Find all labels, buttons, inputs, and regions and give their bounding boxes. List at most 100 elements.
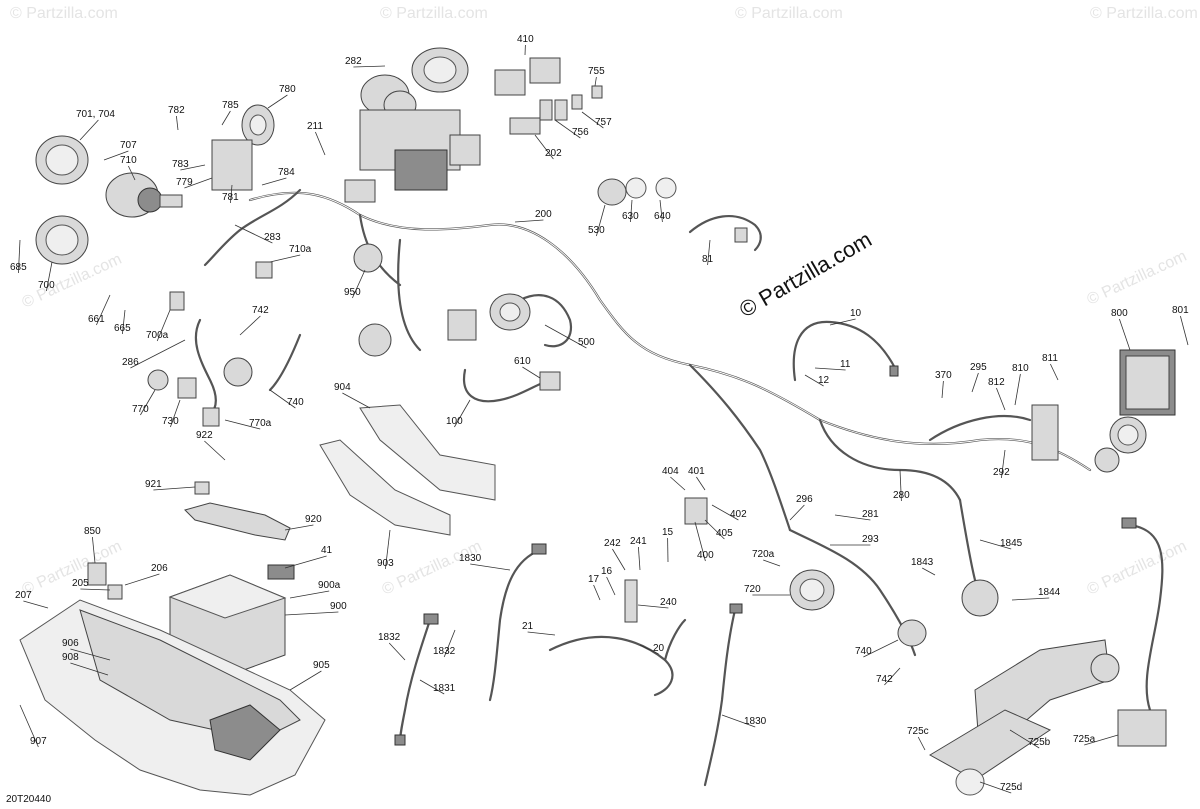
callout-label: 906: [62, 638, 79, 649]
callout-label: 757: [595, 117, 612, 128]
watermark: © Partzilla.com: [380, 538, 485, 599]
callout-label: 685: [10, 262, 27, 273]
callout-leader: [707, 239, 711, 266]
callout-label: 725c: [907, 726, 929, 737]
callout-label: 10: [850, 308, 862, 319]
callout-label: 280: [893, 490, 910, 501]
callout-leader: [46, 261, 53, 292]
callout-label: 908: [62, 652, 79, 663]
headlight-assembly-lower: [35, 215, 89, 265]
callout-leader: [470, 563, 511, 571]
bracket-400: [684, 497, 708, 525]
callout-label: 12: [818, 375, 830, 386]
callout-leader: [353, 65, 386, 68]
callout-leader: [284, 611, 339, 616]
callout-label: 800: [1111, 308, 1128, 319]
callout-leader: [514, 219, 544, 223]
callout-label: 286: [122, 357, 139, 368]
callout-label: 282: [345, 56, 362, 67]
callout-label: 710a: [289, 244, 312, 255]
callout-label: 530: [588, 225, 605, 236]
watermark: © Partzilla.com: [1085, 248, 1190, 309]
callout-label: 812: [988, 377, 1005, 388]
callout-leader: [1014, 373, 1021, 406]
speaker-right: [1094, 416, 1147, 473]
callout-label: 700: [38, 280, 55, 291]
callout-label: 720a: [752, 549, 775, 560]
callout-label: 907: [30, 736, 47, 747]
callout-leader: [284, 555, 327, 569]
callout-leader: [261, 177, 287, 186]
cover-903: [319, 439, 451, 536]
horn-780: [211, 104, 275, 191]
callout-label: 100: [446, 416, 463, 427]
license-bracket-725b: [929, 639, 1120, 781]
callout-leader: [419, 679, 445, 695]
callout-leader: [594, 76, 597, 87]
callout-leader: [224, 419, 261, 430]
harness-1845: [1121, 517, 1164, 712]
callout-label: 701, 704: [76, 109, 115, 120]
callout-leader: [979, 781, 1012, 794]
callout-label: 950: [344, 287, 361, 298]
callout-leader: [454, 399, 471, 428]
cable-100: [462, 368, 552, 403]
callout-leader: [180, 164, 206, 171]
callout-leader: [443, 629, 456, 658]
callout-label: 782: [168, 105, 185, 116]
reference-code: 20T20440: [6, 794, 51, 805]
callout-label: 665: [114, 323, 131, 334]
callout-label: 41: [321, 545, 333, 556]
callout-leader: [342, 392, 371, 409]
callout-label: 850: [84, 526, 101, 537]
watermark: © Partzilla.com: [10, 5, 118, 22]
callout-label: 20: [653, 643, 665, 654]
callout-label: 783: [172, 159, 189, 170]
sensor-cable-1832: [394, 613, 439, 746]
callout-leader: [128, 165, 136, 181]
callout-leader: [899, 469, 902, 502]
watermark: © Partzilla.com: [1090, 5, 1198, 22]
callout-label: 283: [264, 232, 281, 243]
callout-leader: [612, 548, 626, 571]
battery-tray-905: [19, 599, 326, 796]
bracket-240: [624, 579, 638, 623]
callout-leader: [156, 309, 171, 342]
bulb-700a: [169, 291, 185, 311]
callout-leader: [388, 642, 406, 661]
throttle-bodies: [344, 47, 481, 203]
callout-leader: [763, 559, 781, 567]
callout-label: 740: [855, 646, 872, 657]
callout-leader: [79, 119, 99, 141]
callout-leader: [1119, 318, 1131, 351]
callout-label: 740: [287, 397, 304, 408]
callout-leader: [103, 150, 129, 161]
callout-leader: [184, 177, 213, 189]
callout-label: 81: [702, 254, 714, 265]
relay-410: [494, 57, 561, 96]
callout-label: 211: [307, 121, 323, 132]
callout-leader: [1011, 597, 1050, 601]
callout-leader: [659, 199, 663, 223]
callout-leader: [385, 529, 391, 570]
cover-904: [359, 404, 496, 501]
callout-label: 920: [305, 514, 322, 525]
callout-label: 780: [279, 84, 296, 95]
callout-label: 779: [176, 177, 193, 188]
callout-leader: [704, 519, 725, 540]
callout-label: 922: [196, 430, 213, 441]
tail-light-740: [897, 619, 927, 647]
callout-label: 293: [862, 534, 879, 545]
callout-label: 725b: [1028, 737, 1051, 748]
cap-725d: [955, 768, 985, 796]
callout-label: 405: [716, 528, 733, 539]
bracket-810: [1031, 404, 1059, 461]
battery-strap-920: [184, 481, 291, 541]
callout-leader: [639, 644, 659, 655]
callout-leader: [170, 399, 181, 428]
callout-leader: [694, 521, 706, 562]
callout-leader: [92, 536, 96, 564]
callout-label: 700a: [146, 330, 169, 341]
main-harness: [203, 188, 1092, 657]
